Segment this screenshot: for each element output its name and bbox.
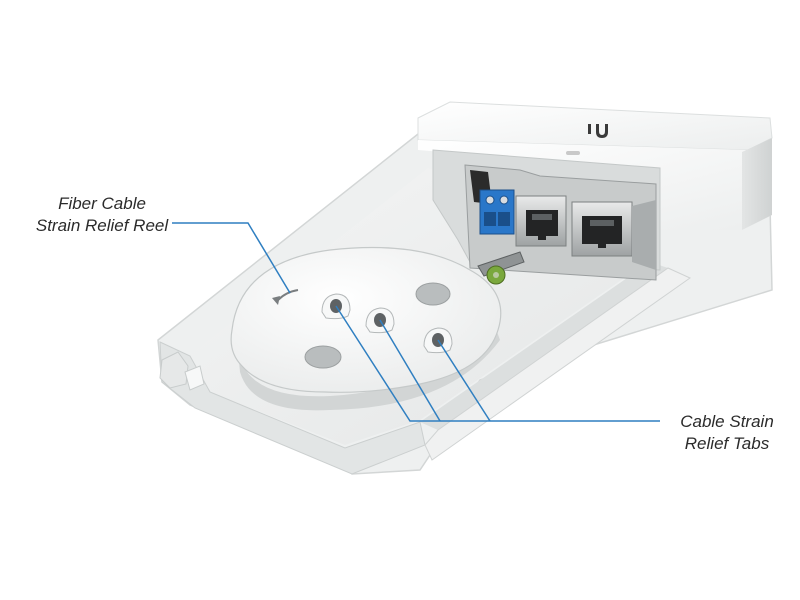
ethernet-port-icon [515, 195, 567, 247]
tabs-leader-line-3 [437, 339, 491, 422]
ethernet-port-icon [571, 201, 633, 257]
tabs-callout-label: Cable Strain Relief Tabs [662, 411, 792, 455]
callout-leader-lines [172, 222, 660, 422]
port-assembly [464, 164, 657, 285]
strain-relief-reel [230, 246, 502, 411]
reel-callout-label: Fiber Cable Strain Relief Reel [22, 193, 182, 237]
status-led [566, 151, 580, 155]
tabs-leader-line-1 [335, 305, 660, 422]
reel-callout-line2: Strain Relief Reel [35, 216, 169, 235]
tabs-leader-line-2 [379, 319, 441, 422]
tabs-callout-line1: Cable Strain [680, 412, 774, 431]
curved-arrow-icon [272, 289, 299, 305]
ubiquiti-u-logo-icon [588, 124, 608, 138]
strain-relief-tab [365, 307, 395, 334]
reel-callout-line1: Fiber Cable [58, 194, 146, 213]
reel-leader-line [172, 222, 291, 294]
dc-terminal-block [479, 189, 515, 235]
tabs-callout-line2: Relief Tabs [684, 434, 770, 453]
